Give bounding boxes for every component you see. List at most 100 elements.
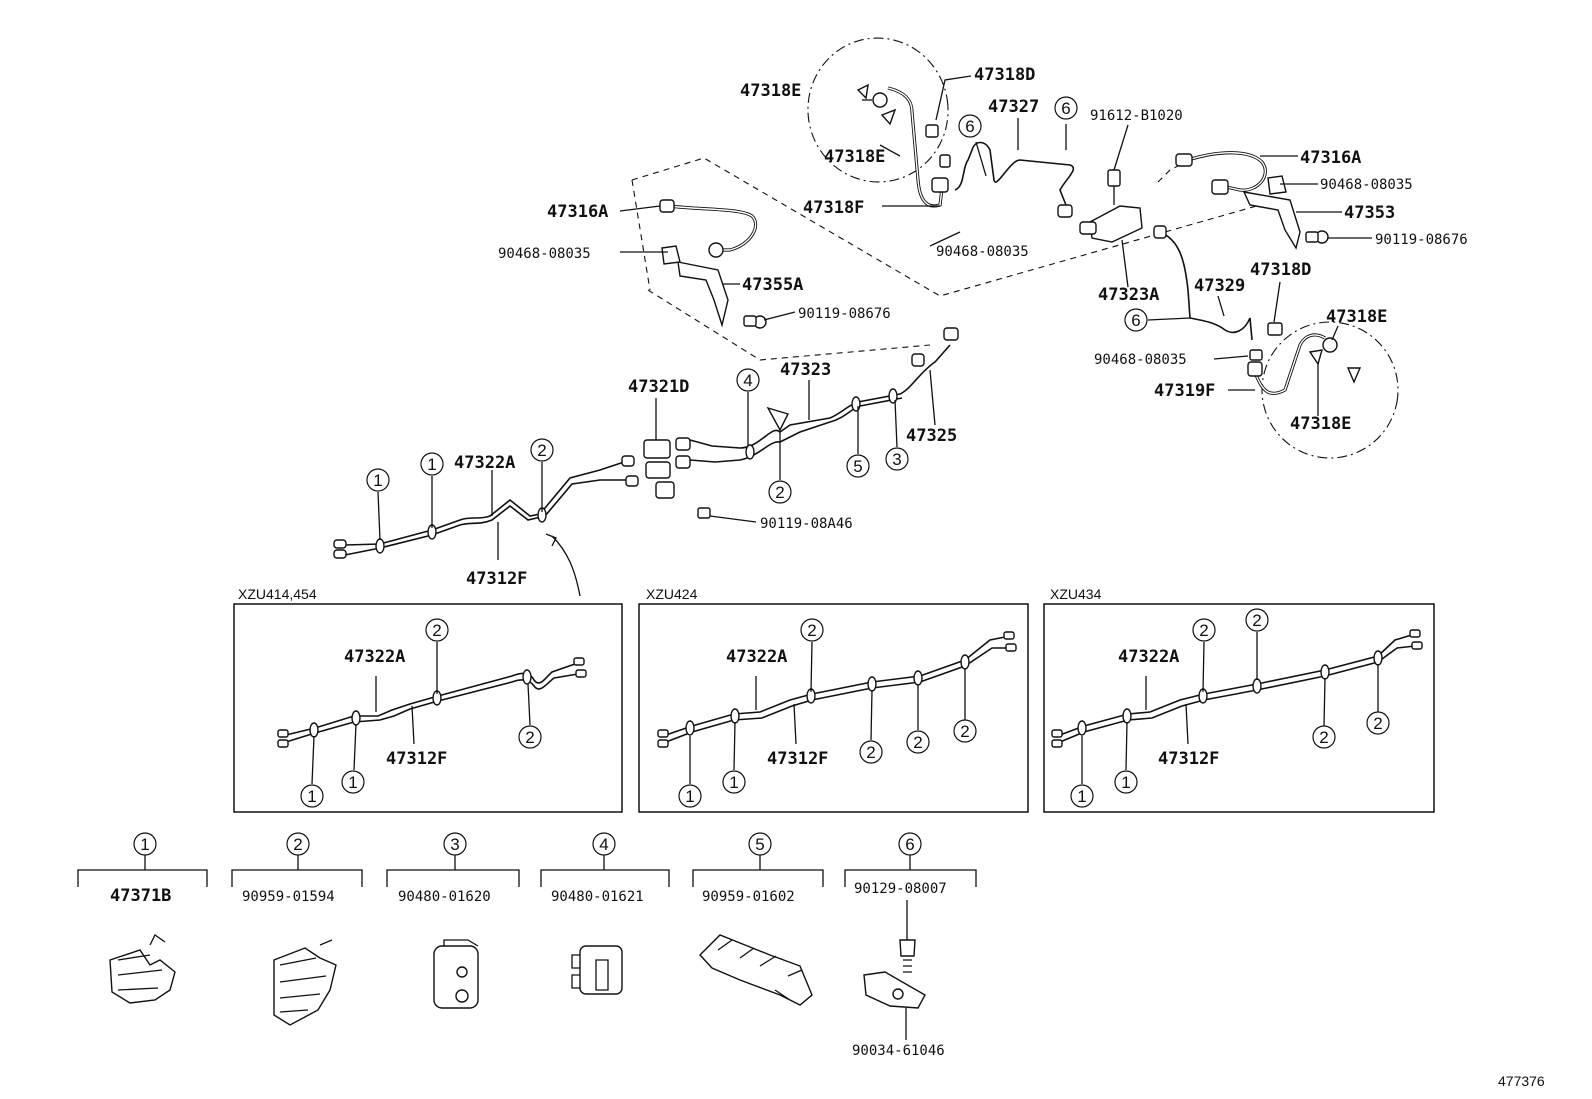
svg-text:2: 2 bbox=[775, 483, 784, 502]
legend-5: 5 90959-01602 bbox=[692, 832, 824, 1006]
dashed-outline-right-assembly bbox=[1157, 164, 1181, 183]
pipe-47322A-main bbox=[333, 455, 639, 559]
callout-2: 2 bbox=[800, 618, 824, 642]
pipe-47329 bbox=[1153, 225, 1253, 341]
label-47355A: 47355A bbox=[742, 275, 803, 295]
variant-title: XZU414,454 bbox=[238, 586, 317, 602]
callout-2: 2 bbox=[518, 725, 542, 749]
variant-label-a: 47322A bbox=[344, 647, 405, 667]
main-callouts: 6 6 6 4 2 5 3 1 1 2 bbox=[366, 96, 1148, 504]
svg-text:2: 2 bbox=[1252, 611, 1261, 630]
label-47316A-left: 47316A bbox=[547, 202, 608, 222]
svg-text:1: 1 bbox=[373, 471, 382, 490]
legend-2: 2 90959-01594 bbox=[231, 832, 363, 1026]
legend-part-47371B: 47371B bbox=[110, 886, 171, 906]
variant-title: XZU424 bbox=[646, 586, 698, 602]
label-47329: 47329 bbox=[1194, 276, 1245, 296]
svg-text:2: 2 bbox=[960, 722, 969, 741]
valve-47323A bbox=[1079, 169, 1143, 243]
callout-2: 2 bbox=[906, 730, 930, 754]
svg-text:2: 2 bbox=[1319, 728, 1328, 747]
svg-text:5: 5 bbox=[755, 835, 764, 854]
leader-lines bbox=[377, 75, 1372, 560]
variant-box-3: XZU434 47322A 47312F 2 2 2 2 1 1 bbox=[1043, 586, 1435, 813]
callout-1: 1 bbox=[300, 784, 324, 808]
variant-label-a: 47322A bbox=[1118, 647, 1179, 667]
callout-1: 1 bbox=[1114, 770, 1138, 794]
label-90468-08035-mid: 90468-08035 bbox=[936, 244, 1029, 260]
label-90119-08A46: 90119-08A46 bbox=[760, 516, 853, 532]
svg-text:2: 2 bbox=[537, 441, 546, 460]
label-47318E-bottom: 47318E bbox=[1290, 414, 1351, 434]
dashed-outline-left-assembly bbox=[631, 157, 1261, 361]
label-47321D: 47321D bbox=[628, 377, 689, 397]
legend-part-90959-01602: 90959-01602 bbox=[702, 889, 795, 905]
svg-text:2: 2 bbox=[807, 621, 816, 640]
variant-label-b: 47312F bbox=[767, 749, 828, 769]
hose-47318F-top bbox=[856, 83, 951, 208]
variant-title: XZU434 bbox=[1050, 586, 1102, 602]
callout-2: 2 bbox=[953, 719, 977, 743]
svg-text:1: 1 bbox=[307, 787, 316, 806]
callout-1: 1 bbox=[722, 770, 746, 794]
label-47318E-right: 47318E bbox=[1326, 307, 1387, 327]
label-47312F: 47312F bbox=[466, 569, 527, 589]
svg-text:6: 6 bbox=[1131, 311, 1140, 330]
label-91612-B1020: 91612-B1020 bbox=[1090, 108, 1183, 124]
dashdot-outline-right bbox=[1261, 321, 1399, 459]
label-90119-08676-mid: 90119-08676 bbox=[798, 306, 891, 322]
svg-text:2: 2 bbox=[525, 728, 534, 747]
variant-box-2: XZU424 47322A 47312F 2 2 2 2 1 1 bbox=[638, 586, 1029, 813]
callout-6: 6 bbox=[958, 114, 982, 138]
legend-3: 3 90480-01620 bbox=[386, 832, 520, 1009]
label-90468-08035-right2: 90468-08035 bbox=[1094, 352, 1187, 368]
callout-4: 4 bbox=[736, 368, 760, 392]
label-47318E-top: 47318E bbox=[740, 81, 801, 101]
svg-text:2: 2 bbox=[293, 835, 302, 854]
svg-text:4: 4 bbox=[743, 371, 752, 390]
legend-part-90129-08007: 90129-08007 bbox=[854, 881, 947, 897]
label-47318E-mid: 47318E bbox=[824, 147, 885, 167]
label-47319F: 47319F bbox=[1154, 381, 1215, 401]
callout-2: 2 bbox=[1192, 618, 1216, 642]
label-47316A-right: 47316A bbox=[1300, 148, 1361, 168]
callout-6: 6 bbox=[1124, 308, 1148, 332]
legend-part-90034-61046: 90034-61046 bbox=[852, 1043, 945, 1059]
label-47353: 47353 bbox=[1344, 203, 1395, 223]
svg-text:2: 2 bbox=[1199, 621, 1208, 640]
pipe-47323 bbox=[675, 327, 959, 469]
legend-1: 1 47371B bbox=[77, 832, 208, 1004]
callout-2: 2 bbox=[1366, 711, 1390, 735]
svg-text:6: 6 bbox=[965, 117, 974, 136]
callout-2: 2 bbox=[1312, 725, 1336, 749]
callout-1: 1 bbox=[1070, 784, 1094, 808]
svg-text:1: 1 bbox=[685, 787, 694, 806]
svg-text:1: 1 bbox=[729, 773, 738, 792]
callout-2: 2 bbox=[425, 618, 449, 642]
svg-text:1: 1 bbox=[140, 835, 149, 854]
label-47322A: 47322A bbox=[454, 453, 515, 473]
legend-6: 6 90129-08007 90034-61046 bbox=[844, 832, 977, 1059]
variant-box-1: XZU414,454 47322A 47312F 2 2 1 1 bbox=[233, 586, 623, 813]
svg-text:4: 4 bbox=[599, 835, 608, 854]
svg-text:1: 1 bbox=[1121, 773, 1130, 792]
label-90119-08676-right: 90119-08676 bbox=[1375, 232, 1468, 248]
svg-text:1: 1 bbox=[348, 773, 357, 792]
callout-5: 5 bbox=[846, 454, 870, 478]
svg-text:2: 2 bbox=[1373, 714, 1382, 733]
junction-47321D bbox=[643, 439, 711, 519]
svg-text:3: 3 bbox=[450, 835, 459, 854]
label-47325: 47325 bbox=[906, 426, 957, 446]
label-47323: 47323 bbox=[780, 360, 831, 380]
callout-1: 1 bbox=[366, 468, 390, 492]
svg-text:5: 5 bbox=[853, 457, 862, 476]
callout-1: 1 bbox=[341, 770, 365, 794]
bracket-47353 bbox=[1242, 175, 1329, 250]
variant-label-a: 47322A bbox=[726, 647, 787, 667]
pipe-47327 bbox=[954, 141, 1075, 218]
callout-1: 1 bbox=[678, 784, 702, 808]
legend-part-90480-01621: 90480-01621 bbox=[551, 889, 644, 905]
legend-part-90480-01620: 90480-01620 bbox=[398, 889, 491, 905]
bracket-47355A bbox=[661, 245, 767, 329]
